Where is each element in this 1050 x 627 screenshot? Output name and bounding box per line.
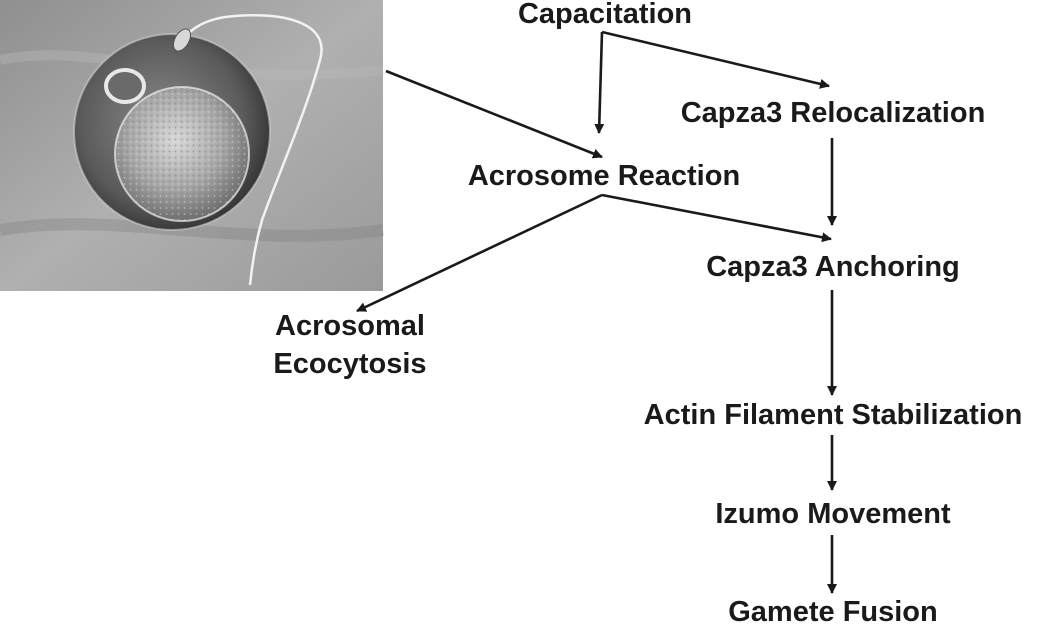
node-actin-filament-stabilization: Actin Filament Stabilization [644, 399, 1023, 431]
node-capacitation: Capacitation [518, 0, 692, 30]
node-gamete-fusion: Gamete Fusion [728, 596, 938, 627]
arrow-acrosome-reaction-to-acrosomal-exocytosis [356, 193, 603, 313]
node-acrosomal-exocytosis-line2: Ecocytosis [273, 348, 426, 380]
arrow-photo-to-acrosome-reaction [385, 69, 603, 159]
node-acrosomal-exocytosis-line1: Acrosomal [275, 310, 425, 342]
node-capza3-relocalization: Capza3 Relocalization [681, 97, 986, 129]
sperm-tail [176, 14, 323, 286]
arrow-capacitation-to-acrosome-reaction [594, 31, 605, 134]
arrows [356, 30, 837, 594]
arrow-acrosome-reaction-to-capza3-anchoring [601, 193, 832, 243]
node-izumo-movement: Izumo Movement [715, 498, 951, 530]
node-acrosome-reaction: Acrosome Reaction [468, 160, 740, 192]
sperm-head [172, 28, 192, 52]
egg-sperm-photo [0, 0, 384, 291]
node-capza3-anchoring: Capza3 Anchoring [706, 251, 960, 283]
arrow-capacitation-to-capza3-relocalization [601, 30, 830, 89]
